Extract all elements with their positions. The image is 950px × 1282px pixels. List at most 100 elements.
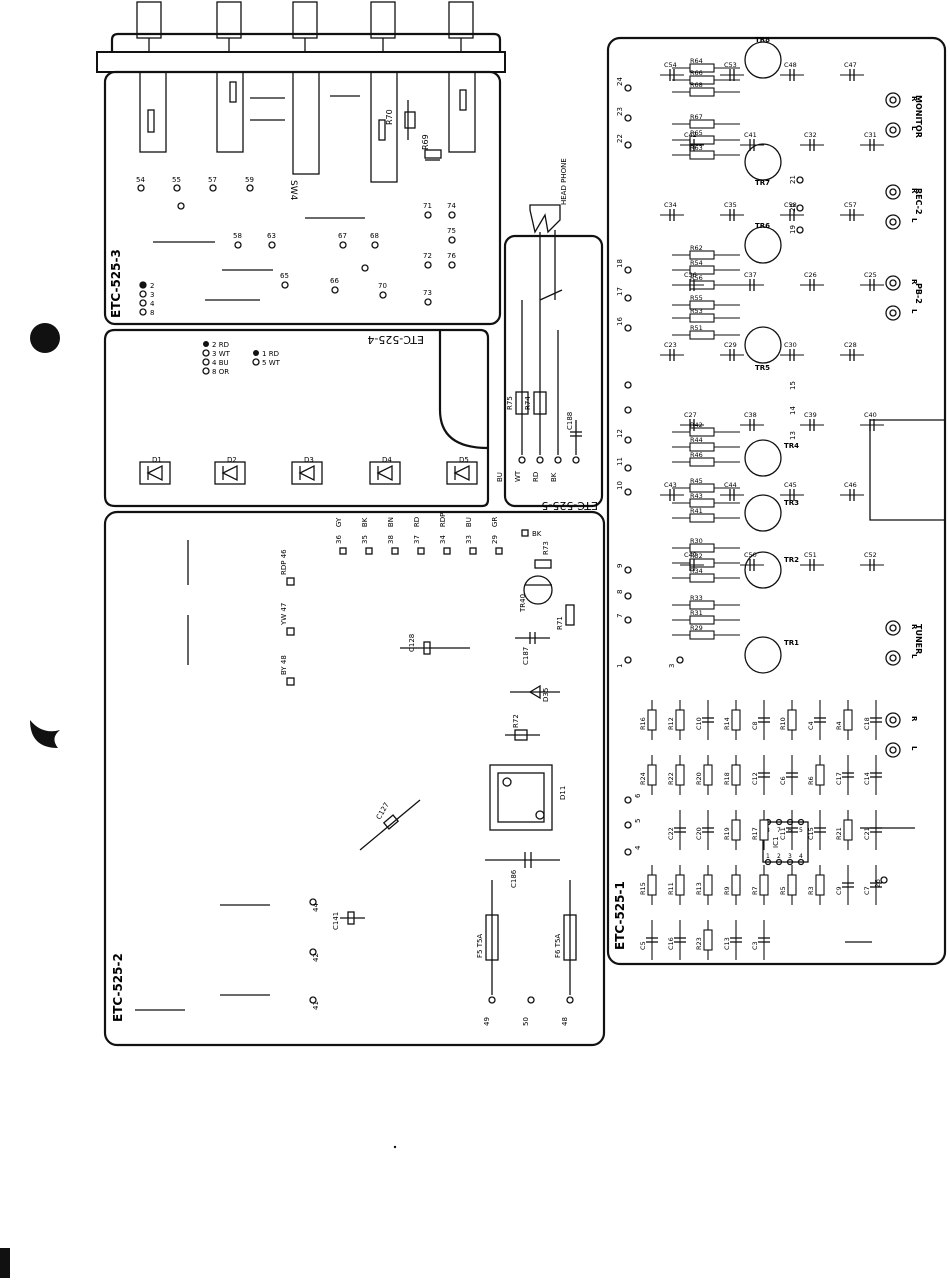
cap-label: C23 [664,341,677,349]
part-r17: R17 [751,810,769,850]
cap-label: C43 [664,481,677,489]
cap-label: C11 [779,827,787,840]
jack-pb2-r: R [910,279,918,285]
resistor-label: R18 [723,772,731,785]
cap-label: C27 [684,411,697,419]
group-rec2: REC-2 [914,188,923,215]
cap-c187: C187 [522,647,530,665]
cap-c46: C46 [840,481,864,501]
resistor-label: R17 [751,827,759,840]
resistor-r67: R67 [672,113,740,129]
board-label-etc-525-4: ETC-525-4 [367,333,424,346]
resistor-label: R11 [667,882,675,895]
part-c5: C5 [639,920,658,960]
cap-c58: C58 [780,201,804,221]
resistor-label: R3 [807,886,815,895]
board-etc-525-1: ETC-525-1 TR8 TR7 TR6 TR5 TR4 TR3 TR2 TR… [606,36,947,966]
cap-c37: C37 [740,271,764,291]
cap-label: C4 [807,721,815,730]
resistor-r70: R70 [385,109,394,125]
resistor-r62: R62 [672,244,740,260]
pin-15: 15 [789,381,797,390]
jack-pb2-l: L [910,309,918,314]
pin-17: 17 [616,287,624,296]
part-c22: C22 [667,810,686,850]
b2-wire-38: 38BN [387,517,395,544]
resistor-label: R32 [690,552,703,560]
cap-label: C14 [863,772,871,785]
transistor-tr2: TR2 [784,556,799,564]
resistor-r55: R55 [672,294,740,310]
resistor-r33: R33 [672,594,740,610]
part-c21: C21 [863,810,882,850]
pin-8: 8 [150,309,154,317]
pin-59: 59 [245,176,254,184]
pin-7: 7 [616,614,624,618]
resistor-r29: R29 [672,624,740,640]
resistor-r30: R30 [672,537,740,553]
cap-label: C42 [684,131,697,139]
cap-c23: C23 [660,341,684,361]
jack-rec2-l: L [910,218,918,223]
board-etc-525-5: R75 R74 C188 BU WT RD BK ETC-525-5 [496,234,604,512]
cap-label: C13 [723,937,731,950]
resistor-r42: R42 [672,421,740,437]
part-r24: R24 [639,755,657,795]
part-c20: C20 [695,810,714,850]
cap-c30: C30 [780,341,804,361]
cap-c57: C57 [840,201,864,221]
cap-label: C41 [744,131,757,139]
transistor-tr6: TR6 [755,222,770,230]
pin-3: 3 [668,664,676,668]
resistor-r51: R51 [672,324,740,340]
part-r12: R12 [667,700,685,740]
resistor-label: R68 [690,81,703,89]
pin-11: 11 [616,457,624,466]
pin-18: 18 [616,259,624,268]
b4-wire-2: 2 RD [212,341,229,349]
b2-wire-bk: BK [532,530,542,538]
pin-21: 21 [789,175,797,184]
cap-label: C46 [844,481,857,489]
resistor-r45: R45 [672,477,740,493]
pin-14: 14 [789,406,797,415]
part-r13: R13 [695,865,713,905]
cap-c27: C27 [680,411,704,431]
resistor-r69: R69 [421,134,430,150]
cap-c25: C25 [860,271,884,291]
pin-2: 2 [150,282,154,290]
pin-12: 12 [616,429,624,438]
cap-label: C53 [724,61,737,69]
b5-wire-rd: RD [532,472,540,482]
part-c12: C12 [751,755,770,795]
resistor-label: R30 [690,537,703,545]
resistor-r74: R74 [524,396,532,410]
resistor-label: R53 [690,307,703,315]
cap-label: C47 [844,61,857,69]
cap-label: C34 [664,201,677,209]
cap-label: C15 [807,827,815,840]
resistor-r66: R66 [672,69,740,85]
b5-wire-bk: BK [550,472,558,482]
cap-label: C6 [779,776,787,785]
pin-22: 22 [616,134,624,143]
part-r22: R22 [667,755,685,795]
cap-label: C5 [639,941,647,950]
part-r18: R18 [723,755,741,795]
pin-70: 70 [378,282,387,290]
headphone-jack: HEAD PHONE [529,158,568,301]
b2-side-46: RDP 46 [280,549,288,575]
cap-label: C26 [804,271,817,279]
cap-label: C20 [695,827,703,840]
resistor-label: R5 [779,886,787,895]
board-etc-525-4: ETC-525-4 2 RD 3 WT 4 BU 8 OR 1 RD 5 WT … [103,328,490,508]
resistor-r64: R64 [672,57,740,73]
resistor-label: R22 [667,772,675,785]
resistor-r54: R54 [672,259,740,275]
b4-wire-3: 3 WT [212,350,231,358]
cap-c50: C50 [740,551,764,571]
cap-label: C54 [664,61,677,69]
pin-3: 3 [150,291,154,299]
cap-c32: C32 [800,131,824,151]
cap-c47: C47 [840,61,864,81]
